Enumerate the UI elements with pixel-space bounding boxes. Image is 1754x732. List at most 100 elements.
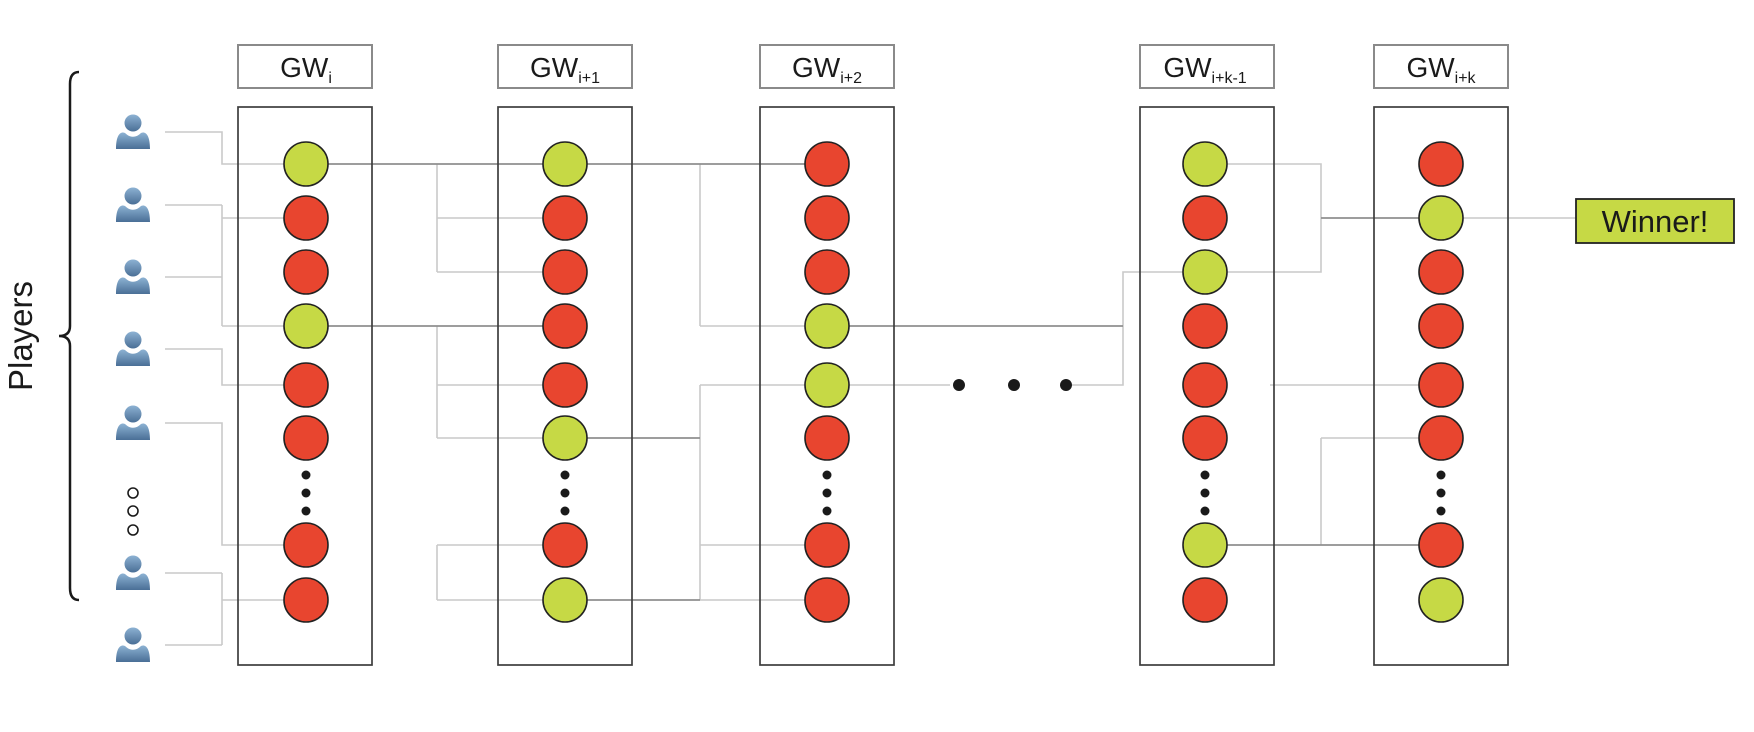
- player-icon: [116, 627, 150, 662]
- player-icon-body: [116, 349, 150, 366]
- vertical-ellipsis-dot: [301, 506, 311, 516]
- player-icon-body: [116, 277, 150, 294]
- connector-line: [165, 422, 285, 546]
- player-icon: [116, 331, 150, 366]
- gameweek-body-box-1: [497, 106, 633, 666]
- player-node-advancing: [1182, 249, 1228, 295]
- players-ellipsis-circle: [127, 524, 139, 536]
- player-node-eliminated: [804, 577, 850, 623]
- vertical-ellipsis-dot: [1200, 488, 1210, 498]
- vertical-ellipsis-dot: [1436, 470, 1446, 480]
- vertical-ellipsis-dot: [560, 506, 570, 516]
- player-node-eliminated: [1182, 415, 1228, 461]
- player-node-eliminated: [1418, 303, 1464, 349]
- player-node-eliminated: [804, 141, 850, 187]
- player-icon-body: [116, 205, 150, 222]
- gameweek-header-label-0: GWi: [280, 52, 332, 87]
- players-ellipsis-circle: [127, 505, 139, 517]
- vertical-ellipsis-dot: [1200, 506, 1210, 516]
- player-icon-body: [116, 423, 150, 440]
- player-icon-head: [124, 259, 142, 277]
- player-node-eliminated: [1182, 362, 1228, 408]
- player-icon-head: [124, 627, 142, 645]
- vertical-ellipsis-dot: [822, 488, 832, 498]
- player-node-eliminated: [542, 522, 588, 568]
- player-node-advancing: [542, 141, 588, 187]
- player-node-advancing: [1182, 141, 1228, 187]
- connector-lines: [165, 131, 1576, 646]
- winner-callout: Winner!: [1575, 198, 1735, 244]
- gameweek-header-box-1: [497, 44, 633, 89]
- player-icon-head: [124, 187, 142, 205]
- player-nodes: [283, 141, 1464, 623]
- vertical-ellipsis-dot: [822, 506, 832, 516]
- gameweek-header-label-4: GWi+k: [1406, 52, 1476, 87]
- connector-line: [1072, 271, 1183, 386]
- vertical-ellipsis-dot: [560, 470, 570, 480]
- horizontal-ellipsis-dot: [1060, 379, 1072, 391]
- player-node-eliminated: [804, 249, 850, 295]
- winner-label: Winner!: [1602, 204, 1709, 239]
- player-node-eliminated: [1418, 415, 1464, 461]
- player-icon: [116, 114, 150, 149]
- player-node-eliminated: [283, 195, 329, 241]
- player-node-eliminated: [283, 415, 329, 461]
- player-icon-head: [124, 405, 142, 423]
- gameweek-header-label-3: GWi+k-1: [1163, 52, 1246, 87]
- player-node-eliminated: [1182, 303, 1228, 349]
- gameweek-body-box-3: [1139, 106, 1275, 666]
- vertical-ellipsis-dot: [1436, 506, 1446, 516]
- gameweek-header-box-0: [237, 44, 373, 89]
- gameweek-header-label-2: GWi+2: [792, 52, 862, 87]
- player-icon-head: [124, 114, 142, 132]
- player-node-eliminated: [1418, 362, 1464, 408]
- gameweek-boxes: GWi GWi+1 GWi+2 GWi+k-1 GWi+k: [237, 44, 1509, 666]
- player-icon: [116, 405, 150, 440]
- player-node-eliminated: [804, 522, 850, 568]
- player-node-eliminated: [542, 362, 588, 408]
- gameweek-header-box-3: [1139, 44, 1275, 89]
- player-node-advancing: [283, 141, 329, 187]
- player-node-eliminated: [1182, 577, 1228, 623]
- players-label: Players: [2, 281, 39, 391]
- player-node-advancing: [542, 415, 588, 461]
- player-node-eliminated: [542, 249, 588, 295]
- horizontal-ellipsis-dot: [953, 379, 965, 391]
- player-node-eliminated: [283, 577, 329, 623]
- player-node-advancing: [283, 303, 329, 349]
- player-node-eliminated: [1418, 141, 1464, 187]
- player-node-eliminated: [542, 195, 588, 241]
- players-ellipsis-circle: [127, 487, 139, 499]
- player-node-advancing: [804, 362, 850, 408]
- player-node-advancing: [542, 577, 588, 623]
- vertical-ellipsis-dot: [1436, 488, 1446, 498]
- player-node-advancing: [804, 303, 850, 349]
- player-node-advancing: [1418, 577, 1464, 623]
- vertical-ellipsis-dot: [1200, 470, 1210, 480]
- player-node-eliminated: [283, 362, 329, 408]
- gameweek-header-box-4: [1373, 44, 1509, 89]
- player-icon-body: [116, 132, 150, 149]
- player-node-eliminated: [1182, 195, 1228, 241]
- vertical-ellipsis-dot: [822, 470, 832, 480]
- player-node-advancing: [1418, 195, 1464, 241]
- horizontal-ellipsis-dot: [1008, 379, 1020, 391]
- players-brace: [58, 70, 80, 602]
- player-node-eliminated: [1418, 522, 1464, 568]
- player-node-eliminated: [804, 195, 850, 241]
- connector-line: [165, 131, 285, 165]
- player-node-eliminated: [283, 522, 329, 568]
- gameweek-header-box-2: [759, 44, 895, 89]
- player-node-eliminated: [804, 415, 850, 461]
- gameweek-header-label-1: GWi+1: [530, 52, 600, 87]
- vertical-ellipsis-dot: [560, 488, 570, 498]
- connector-line: [165, 348, 285, 386]
- gameweek-body-box-4: [1373, 106, 1509, 666]
- player-icon-body: [116, 573, 150, 590]
- player-icon: [116, 259, 150, 294]
- gameweek-body-box-2: [759, 106, 895, 666]
- winner-box: [1575, 198, 1735, 244]
- player-icon: [116, 187, 150, 222]
